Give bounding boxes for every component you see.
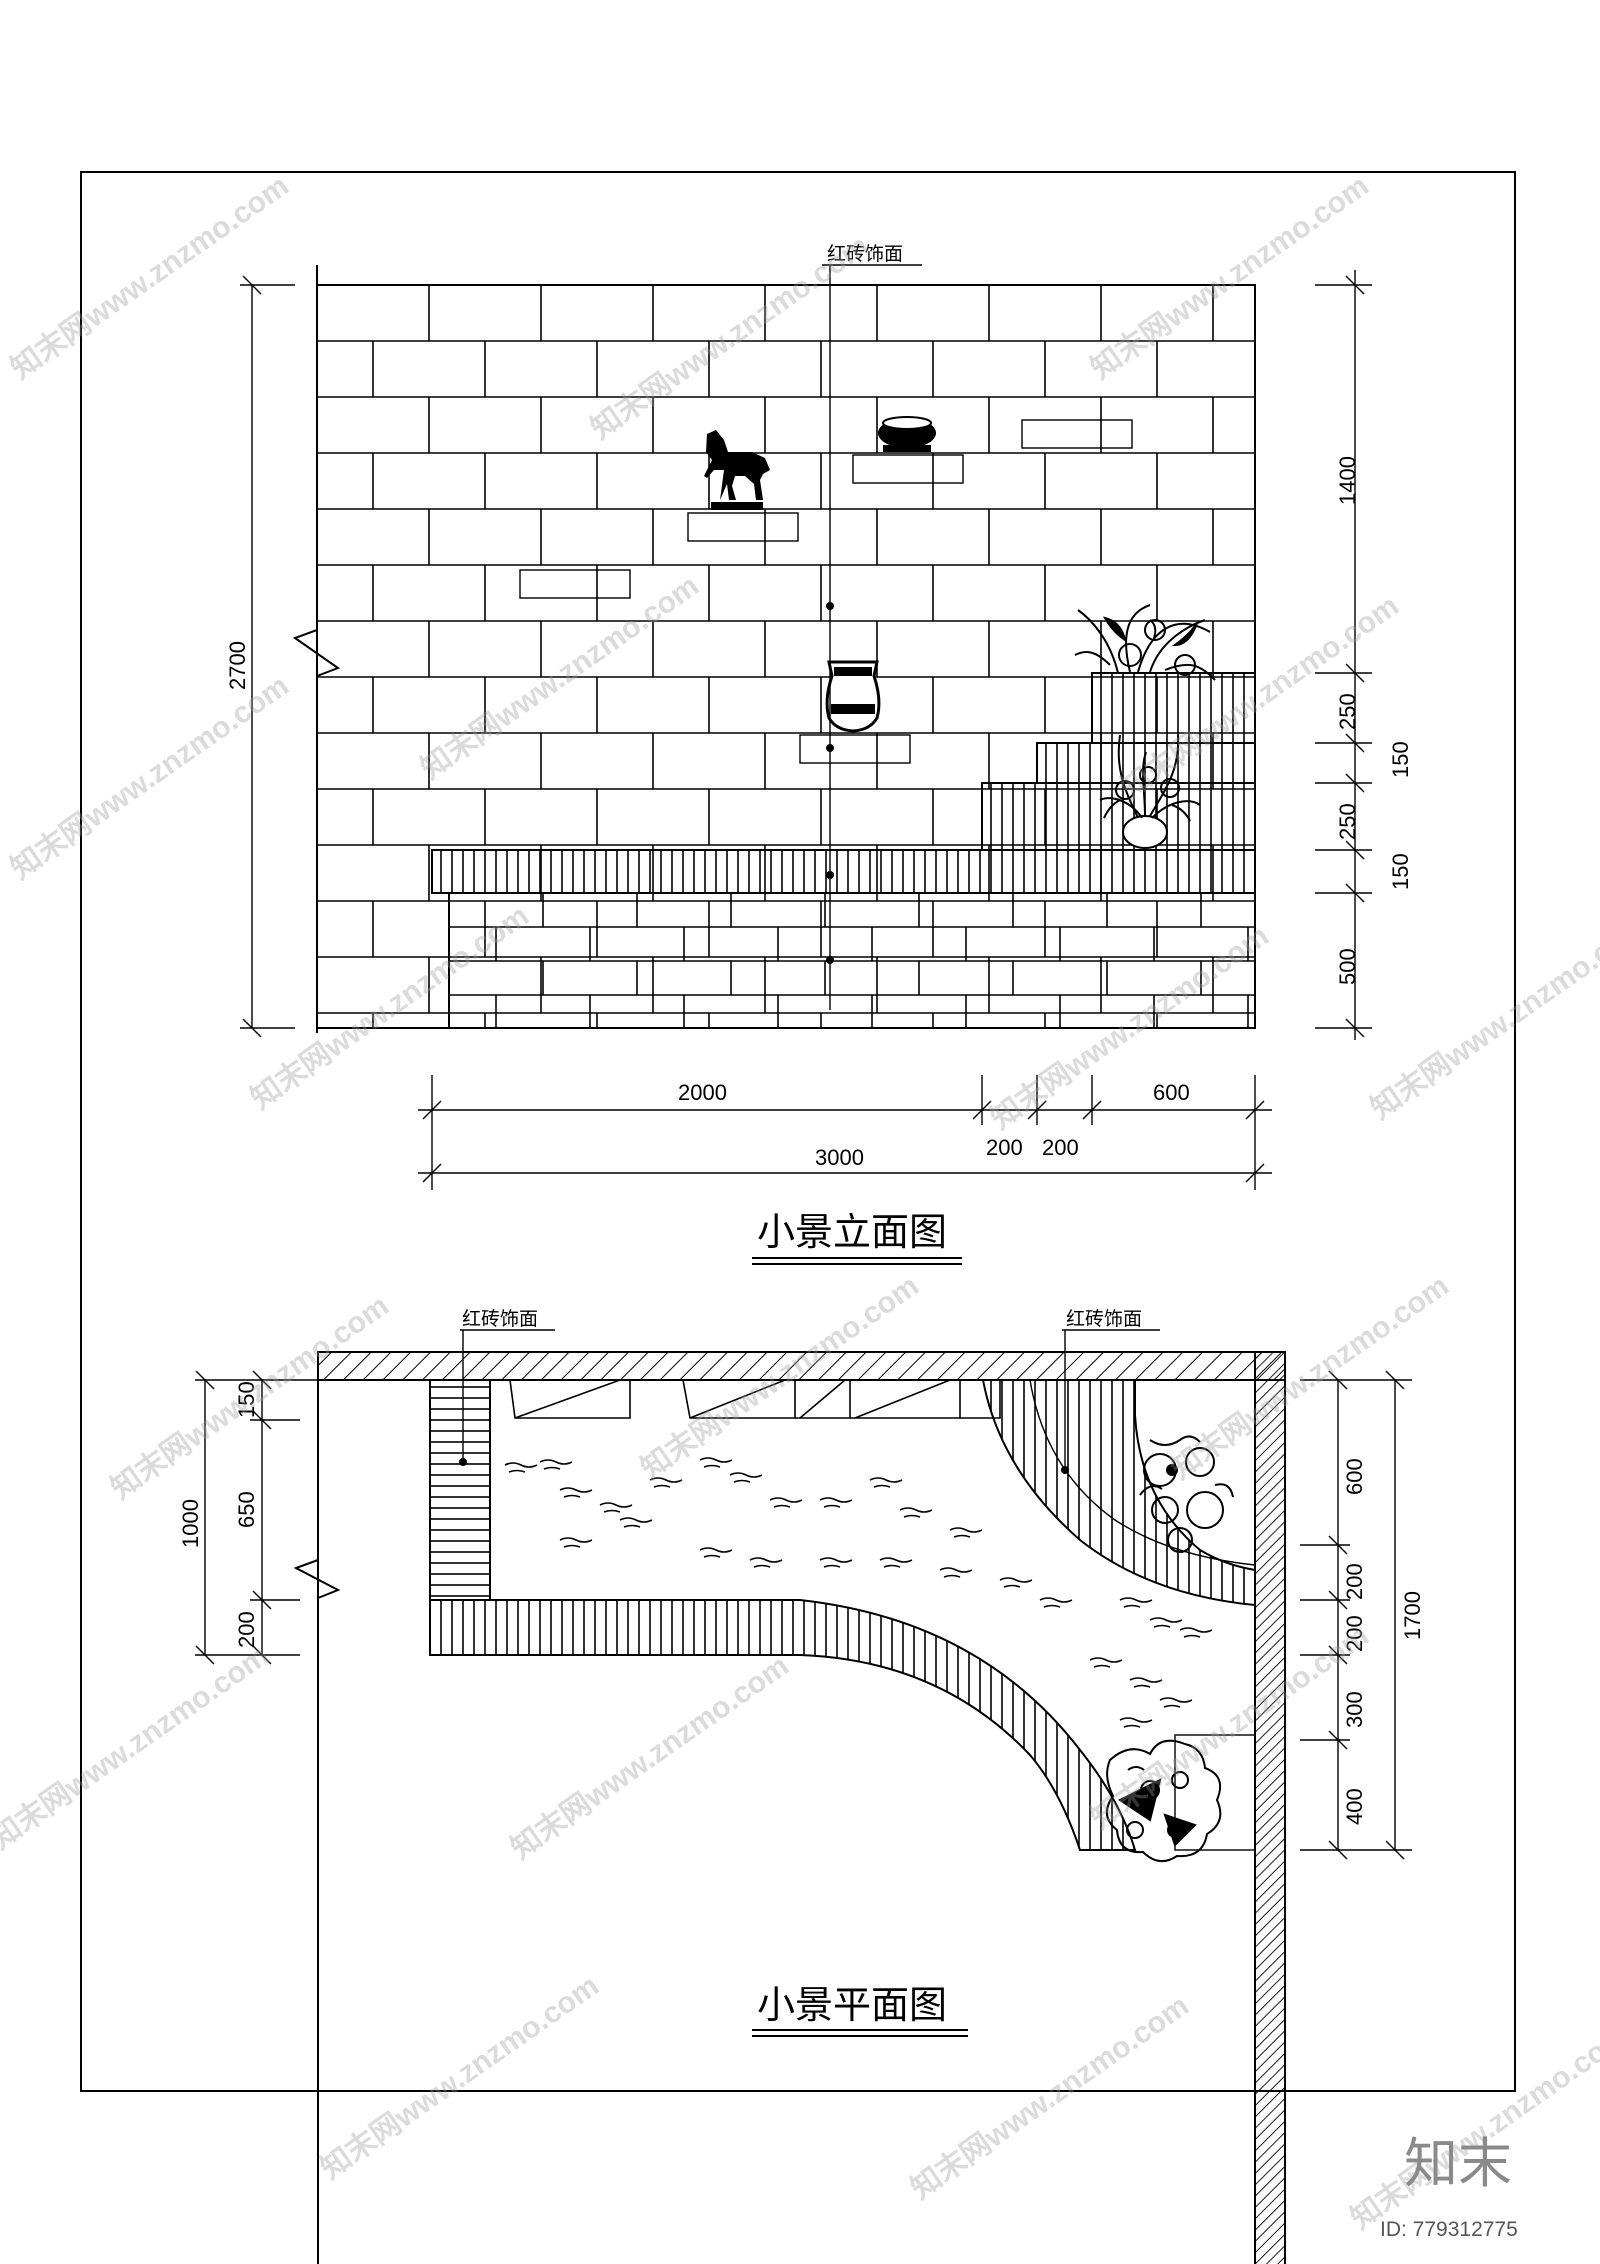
watermark-text: 知末网www.znzmo.com — [905, 1989, 1195, 2206]
bowl-ornament-icon — [878, 416, 936, 452]
brand-logo: 知末 — [1404, 2134, 1512, 2194]
water-ripple — [699, 1547, 733, 1558]
water-ripple — [539, 1459, 573, 1470]
water-ripple — [899, 1507, 933, 1518]
dim-150: 150 — [1388, 853, 1413, 890]
water-ripple — [749, 1557, 783, 1568]
water-ripple — [699, 1457, 733, 1468]
shelf — [687, 512, 799, 542]
water-ripple — [769, 1497, 803, 1508]
dim-2000: 2000 — [678, 1080, 727, 1105]
plan-title: 小景平面图 — [757, 1985, 947, 2027]
water-ripple — [949, 1527, 983, 1538]
vase-ornament-icon — [825, 660, 881, 733]
watermark-text: 知末网www.znzmo.com — [105, 1289, 395, 1506]
brick-wall — [317, 285, 1255, 1028]
elevation-view: 红砖饰面 2700 1400 250 250 500 150 150 — [225, 243, 1413, 1265]
dim-200: 200 — [1342, 1563, 1367, 1600]
water-ripple — [1179, 1627, 1213, 1638]
bench-vertical — [429, 1379, 491, 1601]
material-label: 红砖饰面 — [827, 243, 903, 265]
curved-bench — [429, 1599, 1137, 1851]
shrub-plan-icon — [1106, 1739, 1222, 1863]
corner-planter — [981, 1379, 1256, 1607]
dim-250: 250 — [1335, 693, 1360, 730]
dim-500: 500 — [1335, 948, 1360, 985]
water-ripple — [869, 1477, 903, 1488]
water-ripple — [504, 1462, 538, 1473]
shrub-plan-icon — [1139, 1435, 1234, 1553]
dim-1700: 1700 — [1400, 1591, 1425, 1640]
shelf — [799, 734, 911, 764]
dim-3000: 3000 — [815, 1145, 864, 1170]
water-ripple — [1159, 1697, 1193, 1708]
water-ripple — [649, 1477, 683, 1488]
watermark-text: 知末网www.znzmo.com — [0, 1639, 275, 1856]
watermark-text: 知末网www.znzmo.com — [1085, 1619, 1375, 1836]
dim-650: 650 — [234, 1491, 259, 1528]
dim-250: 250 — [1335, 803, 1360, 840]
water-ripple — [1089, 1657, 1123, 1668]
elevation-title: 小景立面图 — [757, 1212, 947, 1254]
dim-1400: 1400 — [1335, 456, 1360, 505]
dim-200: 200 — [1042, 1135, 1079, 1160]
shelf — [852, 454, 964, 484]
water-ripple — [559, 1537, 593, 1548]
dim-600: 600 — [1153, 1080, 1190, 1105]
dim-2700: 2700 — [225, 641, 250, 690]
bench-slab — [431, 849, 1256, 894]
plan-view: 红砖饰面 红砖饰面 1000 150 650 200 — [178, 1308, 1425, 2264]
dim-150: 150 — [1388, 741, 1413, 778]
right-wall — [1254, 1351, 1286, 2264]
image-id: ID: 779312775 — [1380, 2218, 1518, 2241]
water-ripple — [819, 1497, 853, 1508]
water-ripple — [1039, 1597, 1073, 1608]
step-1 — [981, 782, 1256, 851]
material-label-left: 红砖饰面 — [462, 1308, 538, 1330]
water-ripple — [999, 1577, 1033, 1588]
water-ripple — [559, 1487, 593, 1498]
watermark-text: 知末网www.znzmo.com — [245, 899, 535, 1116]
water-ripple — [819, 1557, 853, 1568]
water-ripples — [504, 1457, 1213, 1728]
water-ripple — [619, 1517, 653, 1528]
sheet-border — [80, 171, 1516, 2092]
shelf — [519, 569, 631, 599]
dim-200: 200 — [1342, 1615, 1367, 1652]
water-ripple — [599, 1502, 633, 1513]
water-ripple — [879, 1557, 913, 1568]
dim-400: 400 — [1342, 1788, 1367, 1825]
water-ripple — [1119, 1597, 1153, 1608]
dim-200: 200 — [234, 1611, 259, 1648]
material-label-right: 红砖饰面 — [1066, 1308, 1142, 1330]
water-ripple — [729, 1472, 763, 1483]
dim-1000: 1000 — [178, 1499, 203, 1548]
watermark-layer: 知末网www.znzmo.com 知末网www.znzmo.com 知末网www… — [0, 169, 1600, 2236]
dim-300: 300 — [1342, 1691, 1367, 1728]
dim-200: 200 — [986, 1135, 1023, 1160]
dim-150: 150 — [234, 1381, 259, 1418]
step-3 — [1091, 672, 1256, 744]
watermark-text: 知末网www.znzmo.com — [1345, 2019, 1600, 2236]
dim-600: 600 — [1342, 1458, 1367, 1495]
watermark-text: 知末网www.znzmo.com — [585, 229, 875, 446]
watermark-text: 知末网www.znzmo.com — [1365, 909, 1600, 1126]
water-ripple — [1129, 1677, 1163, 1688]
lower-brick-base — [449, 893, 1255, 1028]
watermark-text: 知末网www.znzmo.com — [1085, 169, 1375, 386]
watermark-text: 知末网www.znzmo.com — [505, 1649, 795, 1866]
horse-sculpture-icon — [704, 430, 770, 510]
water-ripple — [939, 1567, 973, 1578]
watermark-text: 知末网www.znzmo.com — [315, 1969, 605, 2186]
potted-plant-icon — [1074, 604, 1216, 681]
water-ripple — [1149, 1617, 1183, 1628]
shelf — [1021, 419, 1133, 449]
potted-plant-icon — [1099, 734, 1201, 849]
water-ripple — [1119, 1717, 1153, 1728]
